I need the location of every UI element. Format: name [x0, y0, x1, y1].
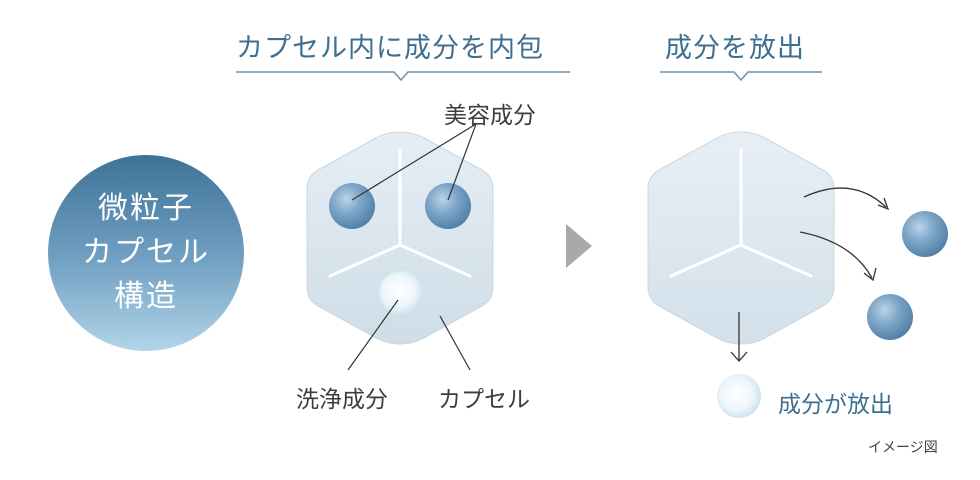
leader-beauty-2: [447, 123, 477, 201]
beauty-ingredient-ball-1: [329, 183, 375, 229]
release-label: 成分が放出: [778, 392, 893, 418]
cleansing-ingredient-ball: [379, 271, 423, 315]
capsule-right: [647, 131, 835, 345]
release-arrow-down-icon: [730, 312, 748, 362]
beauty-ingredient-ball-2: [425, 183, 471, 229]
release-arrow-top-icon: [803, 187, 890, 211]
badge-line-2: カプセル: [82, 235, 210, 270]
left-panel-heading: カプセル内に成分を内包: [236, 33, 544, 64]
leader-beauty-1: [351, 123, 477, 201]
leader-cleansing: [347, 299, 399, 371]
cleansing-ingredient-label: 洗浄成分: [296, 387, 388, 413]
left-heading-underline: [236, 71, 570, 82]
image-note: イメージ図: [868, 440, 938, 456]
released-ball-1: [902, 211, 948, 257]
right-panel-heading: 成分を放出: [665, 33, 805, 64]
released-ball-2: [867, 294, 913, 340]
capsule-label: カプセル: [438, 387, 530, 413]
structure-badge: 微粒子 カプセル 構造: [48, 155, 244, 351]
right-heading-underline: [660, 71, 822, 82]
badge-line-1: 微粒子: [98, 191, 194, 226]
transition-arrow-icon: [566, 224, 592, 268]
released-white-ball: [717, 374, 761, 418]
release-arrow-middle-icon: [799, 231, 877, 282]
badge-line-3: 構造: [114, 279, 178, 314]
leader-capsule: [439, 315, 471, 371]
beauty-ingredient-label: 美容成分: [444, 103, 536, 129]
